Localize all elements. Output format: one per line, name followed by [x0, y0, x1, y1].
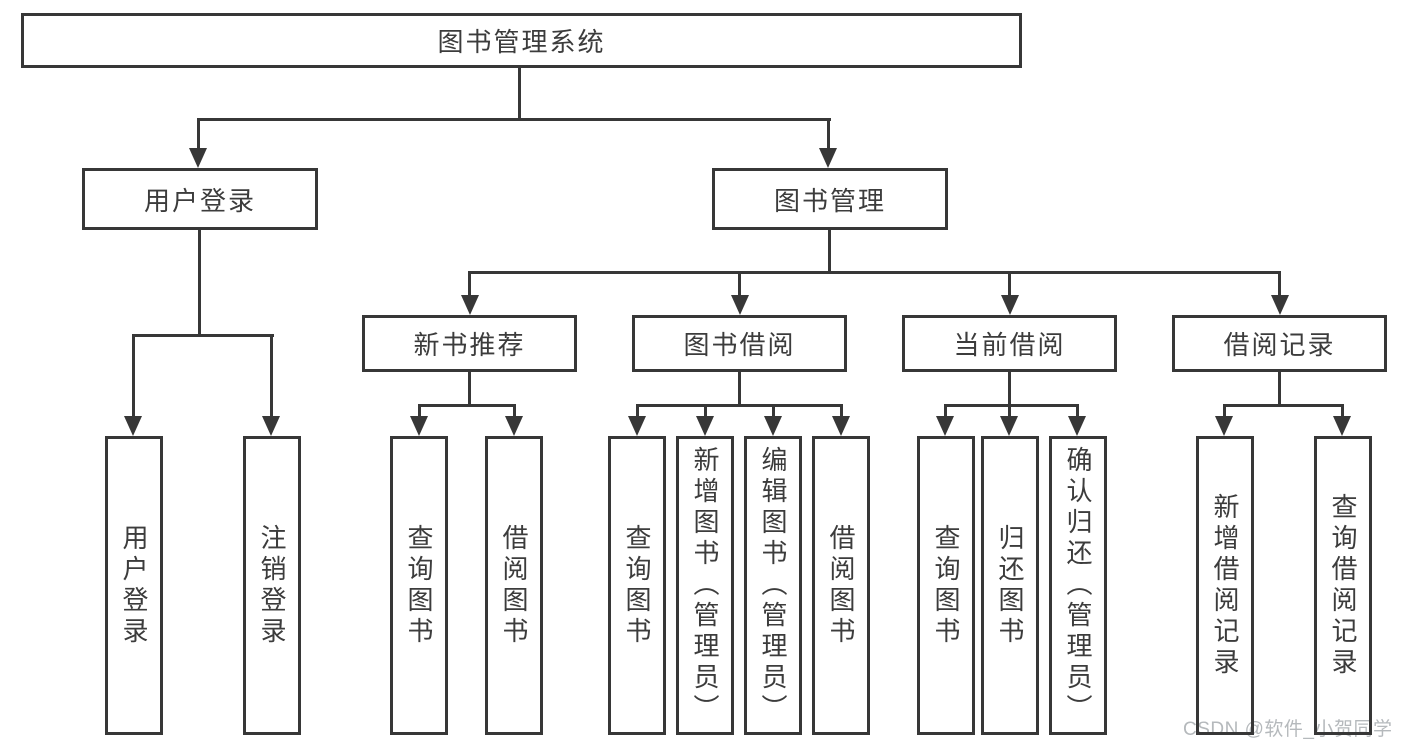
edge-line — [197, 118, 200, 150]
leaf-confirm-return-admin: 确认归还（管理员） — [1049, 436, 1107, 735]
edge-line — [1076, 404, 1079, 418]
arrow-down-icon — [628, 416, 646, 436]
leaf-query-books-1: 查询图书 — [390, 436, 448, 735]
node-label: 借阅记录 — [1223, 330, 1336, 360]
arrow-down-icon — [764, 416, 782, 436]
edge-line — [1278, 372, 1281, 406]
leaf-return-books: 归还图书 — [981, 436, 1039, 735]
edge-line — [704, 404, 707, 418]
node-borrowing-records: 借阅记录 — [1172, 315, 1387, 372]
arrow-down-icon — [936, 416, 954, 436]
node-label: 新增图书（管理员） — [690, 446, 720, 725]
edge-line — [513, 404, 516, 418]
edge-line — [944, 404, 1079, 407]
node-label: 查询图书 — [404, 523, 434, 648]
edge-line — [197, 118, 831, 121]
leaf-borrow-books-2: 借阅图书 — [812, 436, 870, 735]
edge-line — [270, 334, 273, 418]
arrow-down-icon — [505, 416, 523, 436]
arrow-down-icon — [731, 295, 749, 315]
arrow-down-icon — [410, 416, 428, 436]
leaf-user-login: 用户登录 — [105, 436, 163, 735]
node-label: 用户登录 — [119, 523, 149, 648]
arrow-down-icon — [262, 416, 280, 436]
node-label: 查询图书 — [931, 523, 961, 648]
node-label: 新书推荐 — [413, 330, 526, 360]
edge-line — [1223, 404, 1344, 407]
leaf-query-books-2: 查询图书 — [608, 436, 666, 735]
edge-line — [468, 271, 1281, 274]
arrow-down-icon — [1271, 295, 1289, 315]
edge-line — [418, 404, 516, 407]
edge-line — [636, 404, 843, 407]
node-library-system: 图书管理系统 — [21, 13, 1022, 68]
edge-line — [1278, 271, 1281, 299]
edge-line — [518, 68, 521, 119]
edge-line — [1223, 404, 1226, 418]
edge-line — [827, 118, 830, 150]
node-label: 用户登录 — [143, 185, 256, 216]
arrow-down-icon — [189, 148, 207, 168]
edge-line — [1341, 404, 1344, 418]
leaf-edit-books-admin: 编辑图书（管理员） — [744, 436, 802, 735]
edge-line — [1008, 372, 1011, 406]
edge-line — [418, 404, 421, 418]
node-label: 查询图书 — [622, 523, 652, 648]
edge-line — [738, 271, 741, 299]
edge-line — [132, 334, 274, 337]
node-new-book-recommend: 新书推荐 — [362, 315, 577, 372]
node-label: 确认归还（管理员） — [1063, 446, 1093, 725]
edge-line — [772, 404, 775, 418]
edge-line — [840, 404, 843, 418]
node-label: 归还图书 — [995, 523, 1025, 648]
node-label: 图书管理系统 — [437, 27, 606, 57]
leaf-query-books-3: 查询图书 — [917, 436, 975, 735]
node-label: 当前借阅 — [953, 330, 1066, 360]
node-label: 编辑图书（管理员） — [758, 446, 788, 725]
node-label: 新增借阅记录 — [1210, 492, 1240, 679]
edge-line — [738, 372, 741, 406]
edge-line — [468, 372, 471, 406]
node-label: 注销登录 — [257, 523, 287, 648]
arrow-down-icon — [461, 295, 479, 315]
edge-line — [636, 404, 639, 418]
arrow-down-icon — [1068, 416, 1086, 436]
edge-line — [828, 230, 831, 274]
node-label: 图书借阅 — [683, 330, 796, 360]
arrow-down-icon — [1215, 416, 1233, 436]
leaf-logout: 注销登录 — [243, 436, 301, 735]
node-label: 借阅图书 — [499, 523, 529, 648]
arrow-down-icon — [1000, 416, 1018, 436]
leaf-query-borrow-record: 查询借阅记录 — [1314, 436, 1372, 735]
node-book-borrowing: 图书借阅 — [632, 315, 847, 372]
edge-line — [132, 334, 135, 418]
arrow-down-icon — [819, 148, 837, 168]
node-label: 借阅图书 — [826, 523, 856, 648]
leaf-borrow-books-1: 借阅图书 — [485, 436, 543, 735]
leaf-add-borrow-record: 新增借阅记录 — [1196, 436, 1254, 735]
node-user-login: 用户登录 — [82, 168, 318, 230]
arrow-down-icon — [696, 416, 714, 436]
node-book-management: 图书管理 — [712, 168, 948, 230]
edge-line — [198, 230, 201, 336]
arrow-down-icon — [1001, 295, 1019, 315]
edge-line — [1008, 404, 1011, 418]
edge-line — [468, 271, 471, 299]
node-label: 查询借阅记录 — [1328, 492, 1358, 679]
watermark-text: CSDN @软件_小贺同学 — [1183, 719, 1393, 740]
node-current-borrowing: 当前借阅 — [902, 315, 1117, 372]
arrow-down-icon — [832, 416, 850, 436]
edge-line — [1008, 271, 1011, 299]
arrow-down-icon — [1333, 416, 1351, 436]
node-label: 图书管理 — [773, 185, 886, 216]
edge-line — [944, 404, 947, 418]
leaf-add-books-admin: 新增图书（管理员） — [676, 436, 734, 735]
arrow-down-icon — [124, 416, 142, 436]
